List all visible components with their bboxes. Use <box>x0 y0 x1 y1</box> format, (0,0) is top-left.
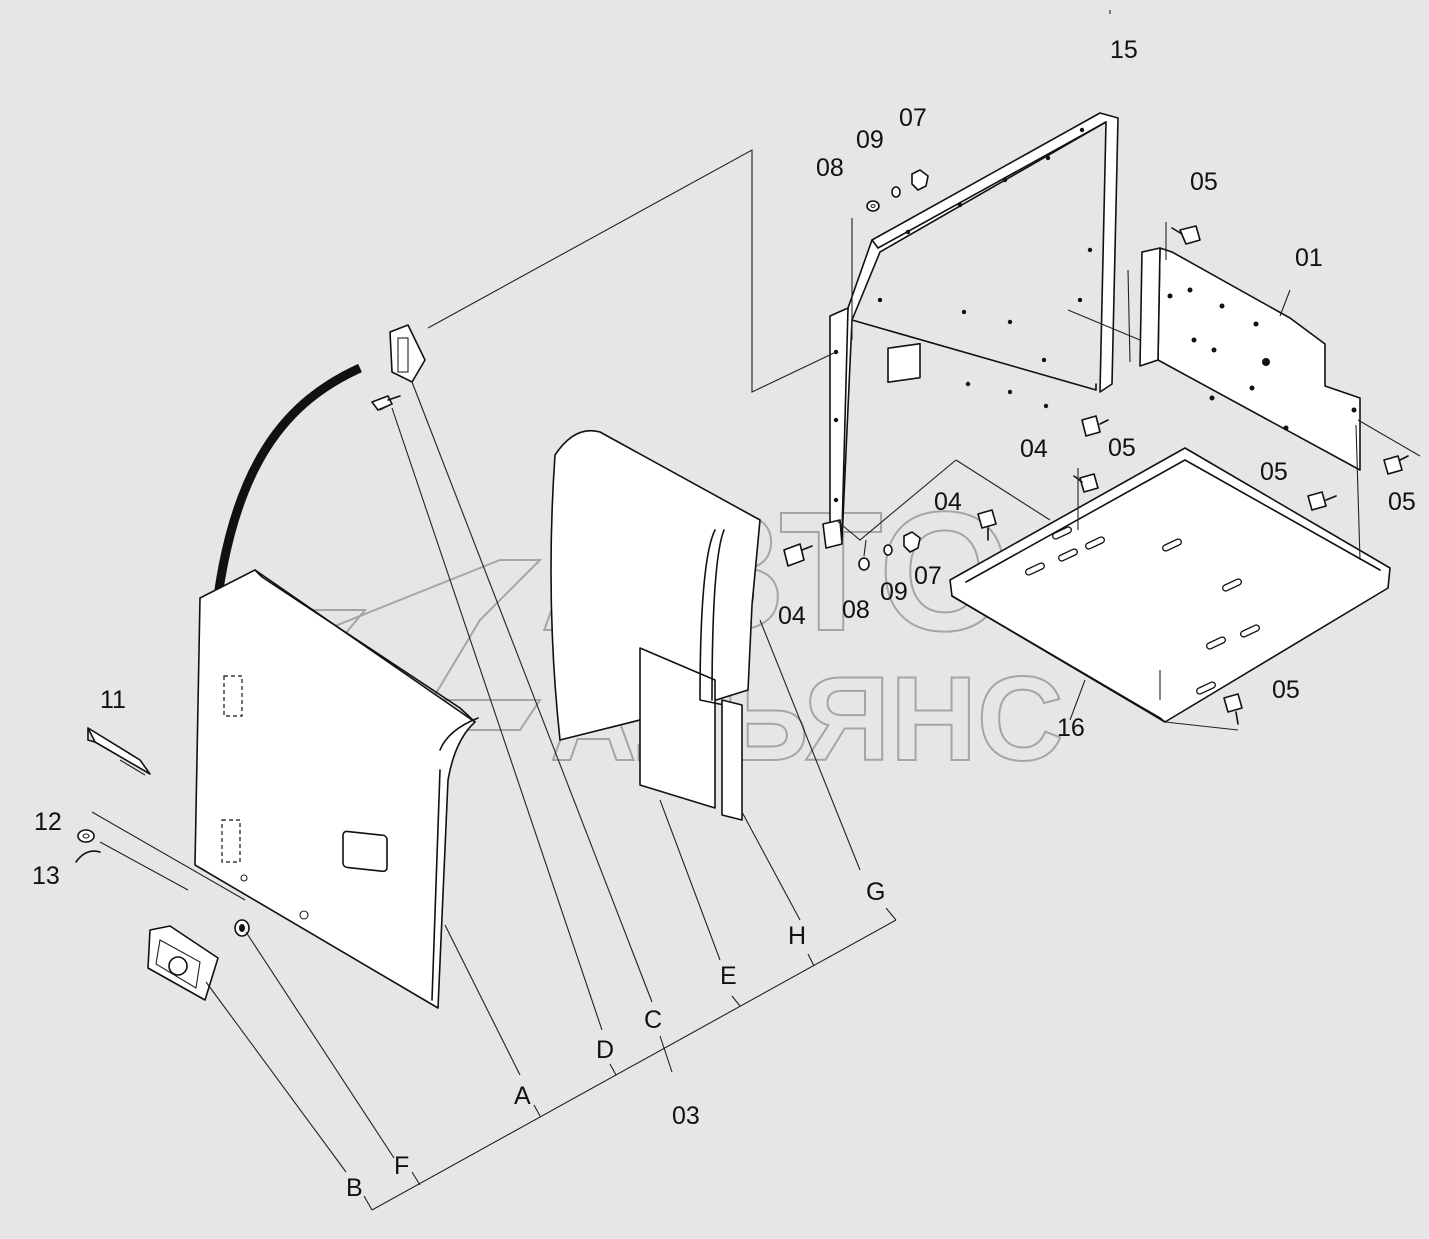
bolt-04-lower <box>783 543 813 567</box>
callout-08: 08 <box>816 154 844 182</box>
upper-frame <box>822 112 1119 549</box>
handle-11 <box>87 727 151 775</box>
callout-E: E <box>720 962 737 990</box>
callout-05: 05 <box>1260 458 1288 486</box>
callout-04: 04 <box>934 488 962 516</box>
callout-08: 08 <box>842 596 870 624</box>
callout-04: 04 <box>778 602 806 630</box>
callout-05: 05 <box>1108 434 1136 462</box>
callout-F: F <box>394 1152 409 1180</box>
hinge-bracket <box>371 324 426 411</box>
washer-12 <box>77 829 95 843</box>
latch-assembly <box>147 919 250 1001</box>
callout-13: 13 <box>32 862 60 890</box>
washer-09-top <box>891 186 901 198</box>
callout-15: 15 <box>1110 36 1138 64</box>
bolt-05-bottom <box>1223 693 1243 725</box>
callout-A: A <box>514 1082 531 1110</box>
leader-lines <box>91 10 1421 1211</box>
tray-slots <box>1025 526 1260 695</box>
washer-08-bottom <box>858 557 870 571</box>
rear-plate <box>1139 247 1361 471</box>
plate-holes <box>1167 287 1357 431</box>
washer-08-top <box>866 200 880 212</box>
bolt-05-far-right <box>1383 455 1409 475</box>
bolt-05-top <box>1171 225 1201 245</box>
callout-B: B <box>346 1174 363 1202</box>
frame-holes <box>833 127 1093 503</box>
bolt-04-upper <box>1081 415 1109 437</box>
callout-03: 03 <box>672 1102 700 1130</box>
bolt-05-mid-right <box>1307 491 1337 511</box>
floor-tray <box>949 447 1391 723</box>
callout-labels: 15 07 09 08 05 01 04 05 05 05 04 04 08 0… <box>32 36 1416 1202</box>
callout-01: 01 <box>1295 244 1323 272</box>
callout-C: C <box>644 1006 662 1034</box>
callout-16: 16 <box>1057 714 1085 742</box>
bolt-04-tray <box>977 509 997 541</box>
callout-11: 11 <box>100 686 126 714</box>
callout-12: 12 <box>34 808 62 836</box>
washer-09-bottom <box>883 544 893 556</box>
callout-G: G <box>866 878 885 906</box>
fasteners <box>783 169 1409 725</box>
callout-07: 07 <box>914 562 942 590</box>
callout-05: 05 <box>1190 168 1218 196</box>
callout-09: 09 <box>880 578 908 606</box>
callout-H: H <box>788 922 806 950</box>
callout-04: 04 <box>1020 435 1048 463</box>
callout-05: 05 <box>1388 488 1416 516</box>
insulation-pad <box>550 430 761 821</box>
callout-07: 07 <box>899 104 927 132</box>
callout-09: 09 <box>856 126 884 154</box>
nut-07-bottom <box>903 531 921 553</box>
callout-D: D <box>596 1036 614 1064</box>
side-cover-panel <box>194 569 479 1009</box>
callout-05: 05 <box>1272 676 1300 704</box>
clip-13 <box>75 850 101 863</box>
nut-07-top <box>911 169 929 191</box>
bolt-05-mid-left <box>1073 473 1099 493</box>
